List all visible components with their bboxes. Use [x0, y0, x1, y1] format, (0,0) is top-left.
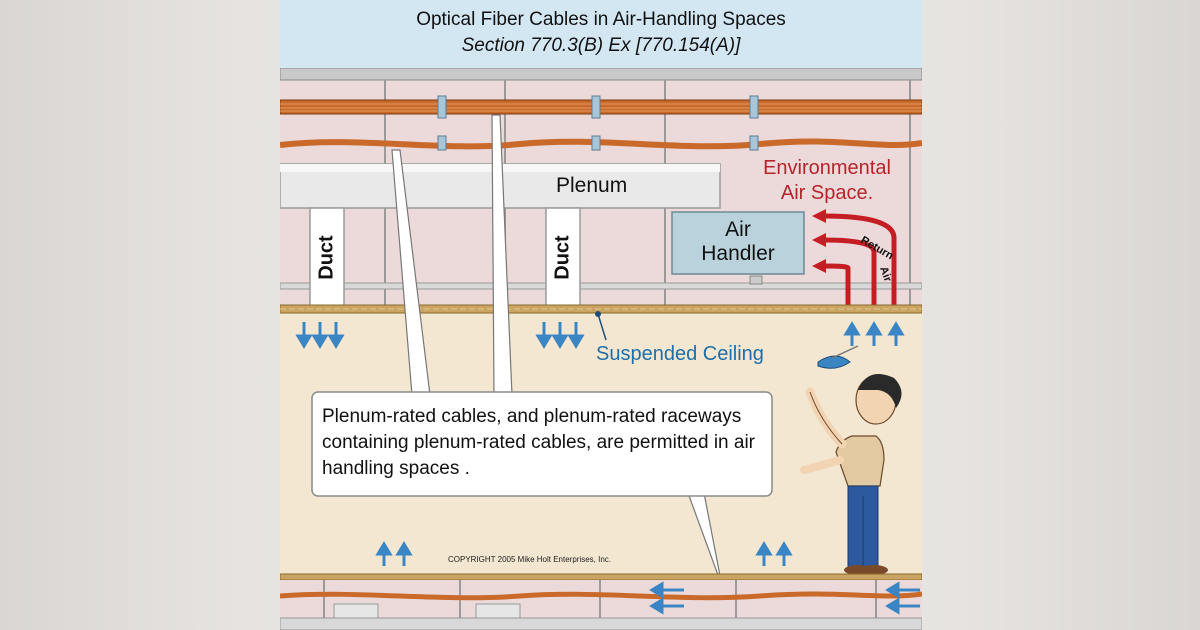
- duct-left-label: Duct: [315, 235, 338, 280]
- diagram-subtitle: Section 770.3(B) Ex [770.154(A)]: [461, 35, 741, 56]
- supply-air-arrows-left: [295, 322, 345, 349]
- note-text: Plenum-rated cables, and plenum-rated ra…: [322, 406, 756, 479]
- suspended-ceiling: [280, 304, 922, 314]
- lower-supply-arrows: [375, 541, 793, 566]
- bottom-section: [280, 573, 922, 630]
- note-box: [311, 391, 773, 497]
- return-air-arrowheads: [812, 209, 826, 273]
- duct-center: [545, 207, 581, 307]
- upper-cable-bundle: [280, 99, 922, 115]
- cable-hangers: [437, 95, 759, 151]
- wall-rail: [280, 282, 922, 290]
- copyright-text: COPYRIGHT 2005 Mike Holt Enterprises, In…: [448, 555, 612, 564]
- air-handler-label: Air Handler: [672, 218, 804, 266]
- air-handler-line2: Handler: [701, 242, 775, 265]
- air-handler-line1: Air: [725, 218, 751, 241]
- duct-left: [309, 207, 345, 307]
- duct-center-label: Duct: [551, 235, 574, 280]
- person-illustration: [800, 345, 902, 575]
- air-handler-support: [749, 275, 763, 285]
- diagram-title: Optical Fiber Cables in Air-Handling Spa…: [416, 9, 786, 30]
- return-air-arrows: [823, 213, 897, 305]
- lower-cable-bundle: [280, 138, 922, 150]
- diagram-frame: Return Air: [280, 0, 922, 630]
- suspended-ceiling-label: Suspended Ceiling: [596, 343, 764, 365]
- title-banner: Optical Fiber Cables in Air-Handling Spa…: [280, 0, 922, 68]
- environmental-line2: Air Space.: [780, 182, 874, 204]
- environmental-line1: Environmental: [763, 157, 891, 179]
- air-handler-box: [671, 211, 805, 275]
- return-air-arrows-up: [843, 321, 905, 346]
- callout-pointers: [391, 114, 723, 587]
- top-beam: [280, 67, 922, 81]
- supply-air-arrows-center: [535, 322, 585, 349]
- air-label: Air: [877, 265, 894, 284]
- lower-return-arrows: [649, 581, 920, 615]
- environmental-air-label: Environmental Air Space.: [742, 156, 912, 206]
- diagram-canvas: Return Air: [280, 67, 922, 630]
- ceiling-pointer-line: [597, 313, 607, 341]
- plenum-label: Plenum: [556, 174, 628, 197]
